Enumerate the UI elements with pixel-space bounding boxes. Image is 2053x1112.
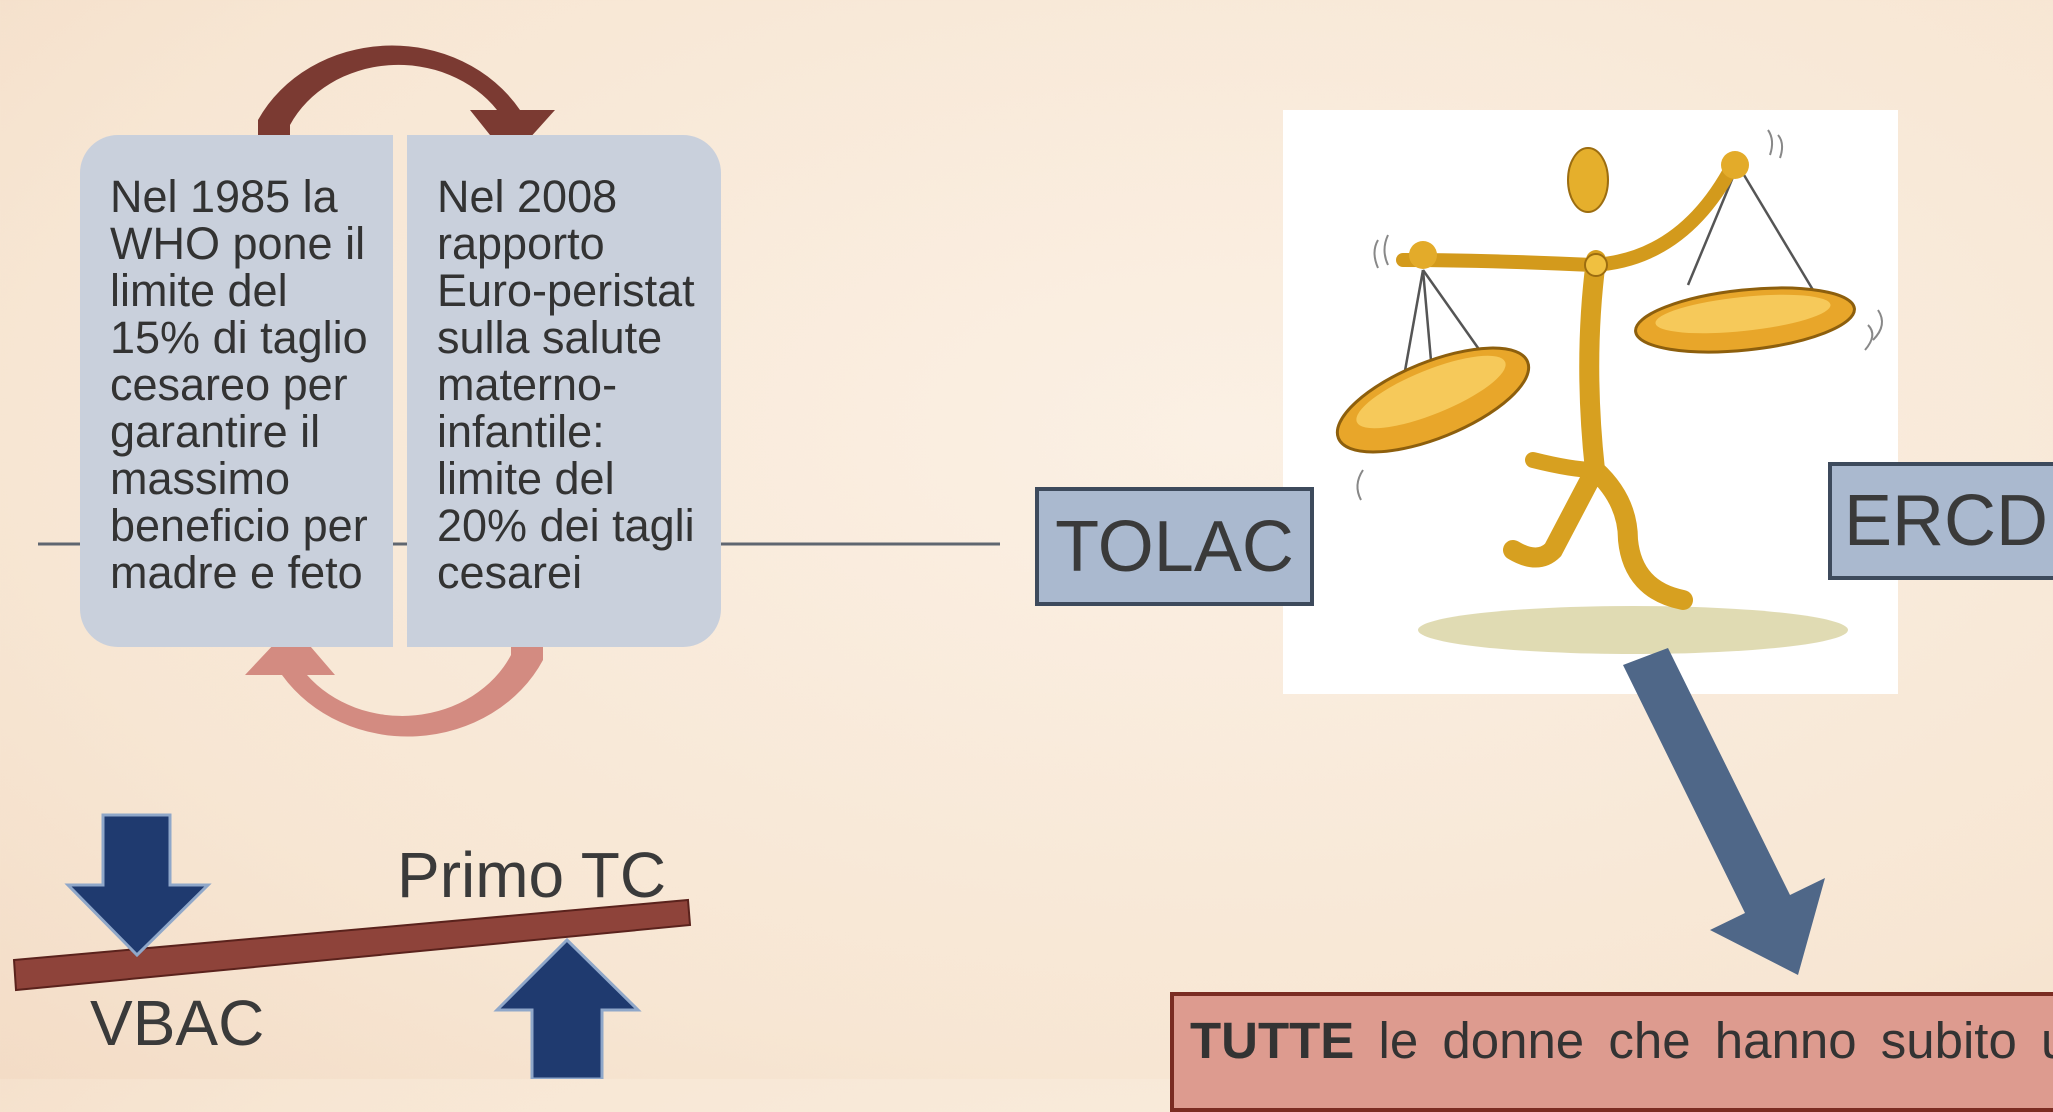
down-arrow-icon <box>64 813 212 958</box>
card-right-line-4: sulla salute <box>437 312 663 363</box>
ercd-label: ERCD <box>1844 481 2049 561</box>
tolac-label-box: TOLAC <box>1035 487 1314 606</box>
card-right-line-8: 20% dei tagli <box>437 500 695 551</box>
card-left-line-8: beneficio per <box>110 500 368 551</box>
primo-tc-label: Primo TC <box>397 839 667 911</box>
cycle-arrow-top <box>258 45 555 160</box>
card-left-line-1: Nel 1985 la <box>110 171 338 222</box>
conclusion-bold: TUTTE <box>1190 1012 1355 1069</box>
conclusion-box: TUTTE le donne che hanno subito u <box>1170 992 2053 1112</box>
seesaw-beam <box>12 898 692 992</box>
cycle-card-left: Nel 1985 la WHO pone il limite del 15% d… <box>80 135 393 647</box>
card-left-line-3: limite del <box>110 265 288 316</box>
vbac-label: VBAC <box>90 987 265 1059</box>
scale-illustration <box>1283 110 1898 694</box>
card-right-line-7: limite del <box>437 453 615 504</box>
card-left-line-6: garantire il <box>110 406 321 457</box>
seesaw-graphics <box>12 813 692 1079</box>
card-right-line-2: rapporto <box>437 218 605 269</box>
card-left-line-9: madre e feto <box>110 547 363 598</box>
card-left-line-2: WHO pone il <box>110 218 366 269</box>
card-left-line-4: 15% di taglio <box>110 312 368 363</box>
card-right-line-3: Euro-peristat <box>437 265 695 316</box>
card-left-line-7: massimo <box>110 453 291 504</box>
ercd-label-box: ERCD <box>1828 462 2053 580</box>
card-right-line-6: infantile: <box>437 406 605 457</box>
card-right-line-9: cesarei <box>437 547 583 598</box>
card-left-line-5: cesareo per <box>110 359 348 410</box>
up-arrow-icon <box>493 937 642 1079</box>
card-right-line-5: materno- <box>437 359 618 410</box>
tolac-label: TOLAC <box>1055 506 1294 587</box>
card-right-line-1: Nel 2008 <box>437 171 618 222</box>
cycle-card-right: Nel 2008 rapporto Euro-peristat sulla sa… <box>407 135 721 647</box>
cycle-arrow-bottom <box>245 622 543 737</box>
conclusion-text: le donne che hanno subito u <box>1378 1012 2053 1069</box>
